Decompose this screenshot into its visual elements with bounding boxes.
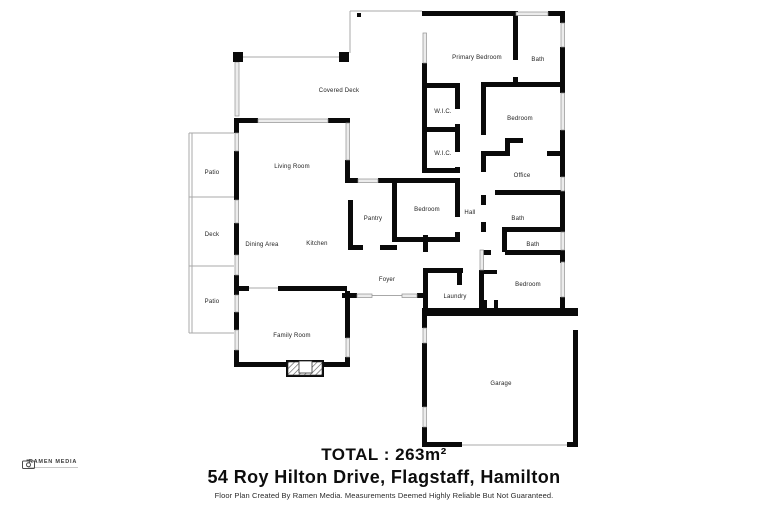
room-label-bath-3: Bath bbox=[526, 242, 539, 248]
logo-tagline-rule bbox=[28, 467, 78, 468]
room-label-office: Office bbox=[514, 173, 531, 179]
room-label-patio-upper: Patio bbox=[205, 170, 220, 176]
room-label-bedroom-2: Bedroom bbox=[507, 116, 533, 122]
interior-walls bbox=[348, 11, 565, 312]
fireplace bbox=[286, 360, 324, 377]
total-area-text: TOTAL : 263m² bbox=[321, 445, 447, 464]
room-label-bath-ensuite: Bath bbox=[531, 57, 544, 63]
room-label-kitchen: Kitchen bbox=[306, 241, 327, 247]
room-label-wic-1: W.I.C. bbox=[434, 109, 452, 115]
room-label-bath-2: Bath bbox=[511, 216, 524, 222]
room-label-dining-area: Dining Area bbox=[245, 242, 279, 248]
room-label-wic-2: W.I.C. bbox=[434, 151, 452, 157]
room-label-garage: Garage bbox=[490, 381, 512, 387]
windows bbox=[234, 11, 565, 428]
room-label-hall: Hall bbox=[464, 210, 475, 216]
deck-posts bbox=[233, 13, 361, 62]
room-label-pantry: Pantry bbox=[364, 216, 383, 222]
room-label-primary-bedroom: Primary Bedroom bbox=[452, 55, 502, 61]
room-label-family-room: Family Room bbox=[273, 333, 311, 339]
room-label-covered-deck: Covered Deck bbox=[319, 88, 360, 94]
room-labels: Covered Deck Primary Bedroom Bath W.I.C.… bbox=[205, 55, 545, 387]
room-label-living-room: Living Room bbox=[274, 164, 310, 170]
address-text: 54 Roy Hilton Drive, Flagstaff, Hamilton bbox=[207, 467, 561, 487]
room-label-foyer: Foyer bbox=[379, 277, 395, 283]
room-label-laundry: Laundry bbox=[443, 294, 466, 300]
room-label-deck: Deck bbox=[205, 232, 220, 238]
camera-icon bbox=[22, 459, 35, 469]
room-label-bedroom-3: Bedroom bbox=[414, 207, 440, 213]
logo-name: RAMEN MEDIA bbox=[28, 459, 78, 465]
ramen-media-logo: RAMEN MEDIA bbox=[22, 459, 84, 469]
room-label-patio-lower: Patio bbox=[205, 299, 220, 305]
room-label-bedroom-4: Bedroom bbox=[515, 282, 541, 288]
disclaimer-text: Floor Plan Created By Ramen Media. Measu… bbox=[214, 491, 554, 500]
